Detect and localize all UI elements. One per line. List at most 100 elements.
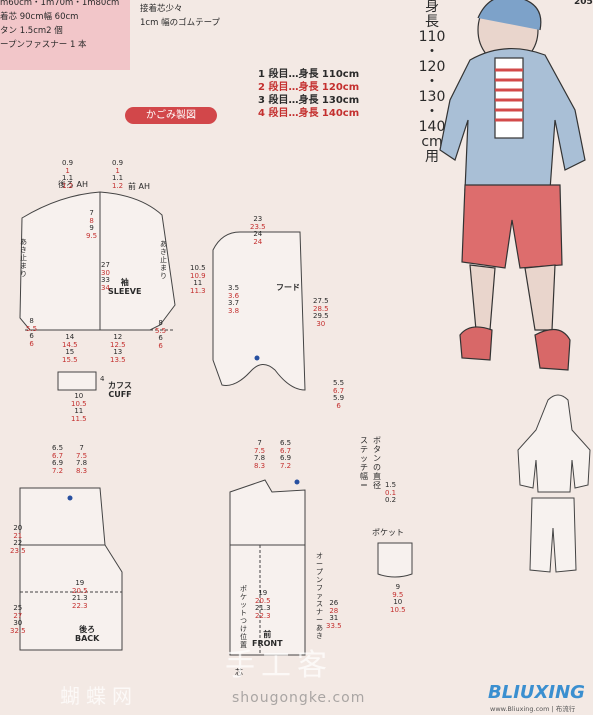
dim-value: 7.5 [76, 451, 88, 460]
dim-value: 10.9 [190, 271, 206, 280]
dim-value: 34 [101, 283, 110, 292]
flat-sketch [517, 394, 591, 573]
dim-value: 26 [329, 599, 339, 607]
hood-label: フード [276, 283, 300, 292]
page-number: 205 [574, 0, 593, 7]
dim-value: 0.9 [112, 159, 124, 167]
dim-value: 21.3 [72, 594, 88, 602]
dim-value: 22 [13, 539, 23, 547]
dim-value: 7 [257, 439, 262, 447]
materials-list: m60cm・1m70m・1m80cm 着芯 90cm幅 60cm タン 1.5c… [0, 0, 119, 52]
size-row: 1 段目…身長 110cm [258, 69, 360, 80]
dim-value: 5.5 [26, 324, 38, 333]
front-label: 前 FRONT [252, 630, 283, 648]
dim-value: 15.5 [62, 355, 78, 364]
dim-value: 12.5 [110, 340, 126, 349]
front-label-text: 前 FRONT [252, 630, 283, 648]
size-row: 2 段目…身長 120cm [258, 82, 360, 93]
akidomari-note-right: あき止まり [160, 240, 167, 280]
dim-value: 1.1 [112, 174, 124, 182]
akidomari-note: あき止まり [20, 238, 27, 278]
dim-value: 10.5 [390, 605, 406, 614]
dim-value: 7 [89, 209, 94, 217]
shin-label: 芯 [235, 668, 243, 677]
dim-value: 5.5 [155, 326, 167, 335]
boy-illustration [439, 0, 586, 371]
dim-value: 1.5 [385, 481, 397, 489]
watermark: shougongke.com [232, 690, 366, 706]
size-title-char: ・ [425, 74, 439, 90]
dim-value: 6.7 [280, 446, 292, 455]
dim-value: 30 [316, 319, 326, 328]
dim-value: 12 [113, 333, 123, 341]
dim-value: 5.5 [333, 379, 345, 387]
dim-value: 6.9 [280, 454, 292, 462]
zipper-note: オープンファスナーあき [316, 552, 323, 640]
dim-value: 1.2 [112, 181, 124, 190]
dim-value: 7.8 [76, 459, 88, 467]
dim-value: 33.5 [326, 621, 342, 630]
dim-value: 22.3 [72, 601, 88, 610]
front-ah-label: 前 AH [128, 182, 151, 191]
dim-value: 1 [65, 166, 70, 175]
dim-value: 9.5 [392, 590, 404, 599]
materials-line: タン 1.5cm2 個 [0, 26, 63, 36]
dim-value: 3.6 [228, 291, 240, 300]
dim-value: 23.5 [10, 546, 26, 555]
dim-value: 9 [395, 583, 401, 591]
dim-value: 5.9 [333, 394, 345, 402]
watermark: 手工客 [225, 648, 333, 683]
dim-value: 3.7 [228, 299, 240, 307]
dim-value: 11.5 [71, 414, 87, 423]
stitch-note: ステッチ幅＝ [360, 436, 368, 490]
back-label: 後ろ BACK [75, 625, 99, 643]
materials-line: m60cm・1m70m・1m80cm [0, 0, 120, 8]
hood-pattern [212, 231, 306, 391]
dim-value: 30 [13, 619, 23, 627]
back-label-text: 後ろ BACK [75, 625, 100, 643]
cuff-label-text: カフス CUFF [108, 381, 132, 399]
cuff-pattern [57, 371, 97, 391]
size-title-char: cm [421, 134, 443, 150]
dim-value: 8 [89, 216, 94, 225]
dim-value: 21.3 [255, 604, 271, 612]
dim-value: 22.3 [255, 611, 271, 620]
dim-value: 28 [329, 606, 339, 615]
dim-value: 8.3 [76, 466, 88, 475]
watermark: 蝴蝶网 [60, 684, 138, 708]
materials-notes: 接着芯少々 1cm 幅のゴムテープ [140, 2, 220, 30]
dim-value: 6.5 [280, 439, 292, 447]
dim-value: 9 [89, 224, 94, 232]
dim-value: 28.5 [313, 304, 329, 313]
dim-value: 1 [115, 166, 120, 175]
dim-value: 8 [158, 319, 163, 327]
sleeve-pattern [19, 191, 176, 331]
dim-value: 32.5 [10, 626, 26, 635]
dim-value: 6 [158, 341, 163, 350]
size-title-char: 130 [418, 89, 446, 105]
dim-value: 0.9 [62, 159, 74, 167]
dim-value: 11.3 [190, 286, 206, 295]
dim-value: 30 [101, 268, 110, 277]
dim-value: 25 [13, 604, 23, 612]
dim-value: 33 [101, 276, 110, 284]
dim-value: 24 [253, 237, 263, 246]
bliuxing-logo: BLIUXING [488, 682, 585, 703]
size-title-char: 140 [418, 119, 446, 135]
dim-value: 6.7 [333, 386, 345, 395]
